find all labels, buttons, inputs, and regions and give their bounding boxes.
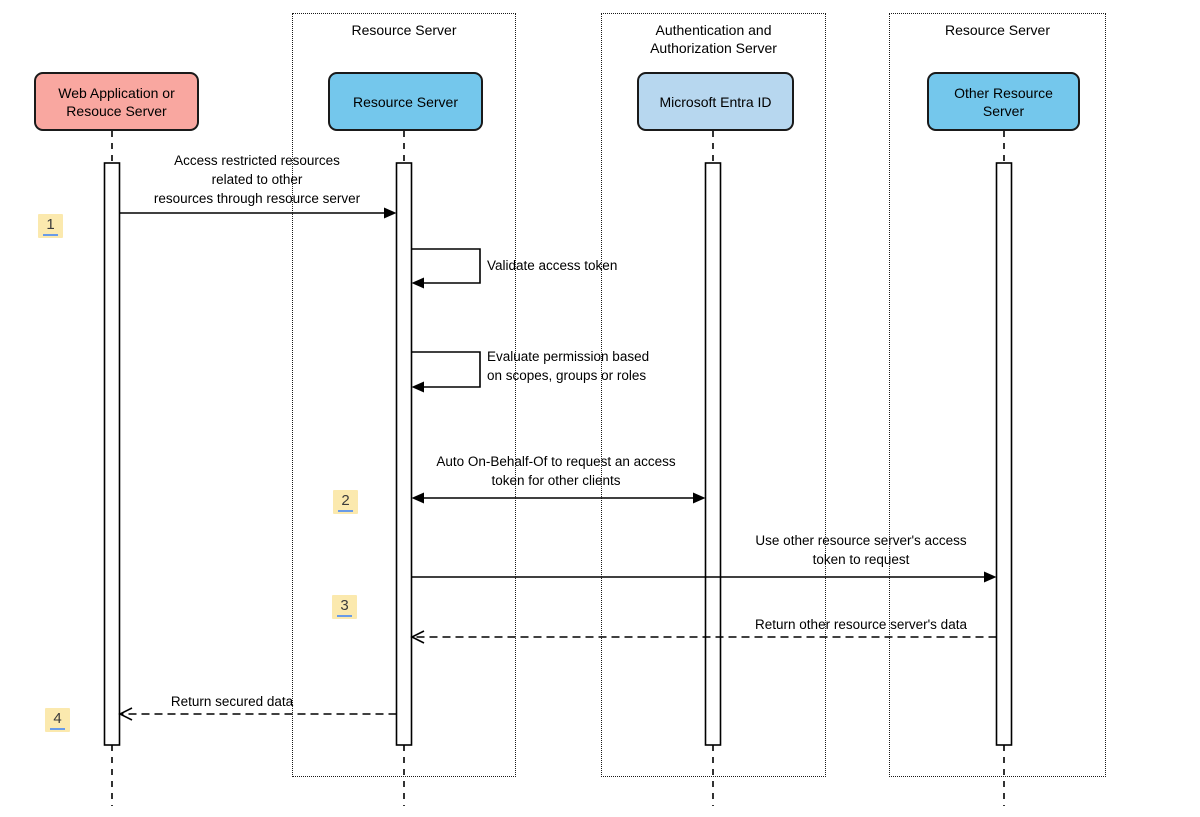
activation-bar-web-app — [103, 162, 121, 746]
selfloop-evaluate-permission — [411, 351, 481, 388]
group-other-resource-server: Resource Server — [889, 13, 1106, 777]
step-badge-3: 3 — [332, 595, 357, 619]
actor-other-resource-server: Other Resource Server — [927, 72, 1080, 131]
activation-bar-resource-server — [395, 162, 413, 746]
arrowhead-access-restricted — [384, 207, 397, 219]
label-access-restricted: Access restricted resources related to o… — [153, 153, 361, 206]
group-resource-server-title: Resource Server — [351, 22, 457, 38]
arrowhead-evaluate-permission — [411, 381, 424, 393]
activation-bar-other-rs — [995, 162, 1013, 746]
activation-bar-entra — [704, 162, 722, 746]
actor-microsoft-entra-id: Microsoft Entra ID — [637, 72, 794, 131]
label-use-other-token: Use other resource server's access token… — [755, 533, 967, 567]
step-badge-1: 1 — [38, 214, 63, 238]
label-return-secured: Return secured data — [170, 694, 294, 709]
arrowhead-return-secured — [118, 707, 133, 721]
group-auth-server: Authentication and Authorization Server — [601, 13, 826, 777]
selfloop-validate-token — [411, 248, 481, 284]
label-validate-token: Validate access token — [487, 258, 618, 273]
group-other-resource-server-title: Resource Server — [944, 22, 1051, 38]
arrowhead-auto-obo-right — [693, 492, 706, 504]
step-badge-2: 2 — [333, 490, 358, 514]
actor-web-application: Web Application or Resouce Server — [34, 72, 199, 131]
label-auto-obo: Auto On-Behalf-Of to request an access t… — [436, 454, 676, 488]
step-badge-4: 4 — [45, 708, 70, 732]
arrowhead-auto-obo-left — [411, 492, 424, 504]
label-evaluate-permission: Evaluate permission based on scopes, gro… — [487, 349, 650, 383]
arrowhead-validate-token — [411, 277, 424, 289]
arrowhead-return-other-data — [410, 630, 425, 644]
actor-resource-server: Resource Server — [328, 72, 483, 131]
arrowhead-use-other-token — [984, 571, 997, 583]
group-resource-server: Resource Server — [292, 13, 516, 777]
label-return-other-data: Return other resource server's data — [755, 617, 967, 632]
group-auth-server-title: Authentication and Authorization Server — [650, 22, 777, 56]
